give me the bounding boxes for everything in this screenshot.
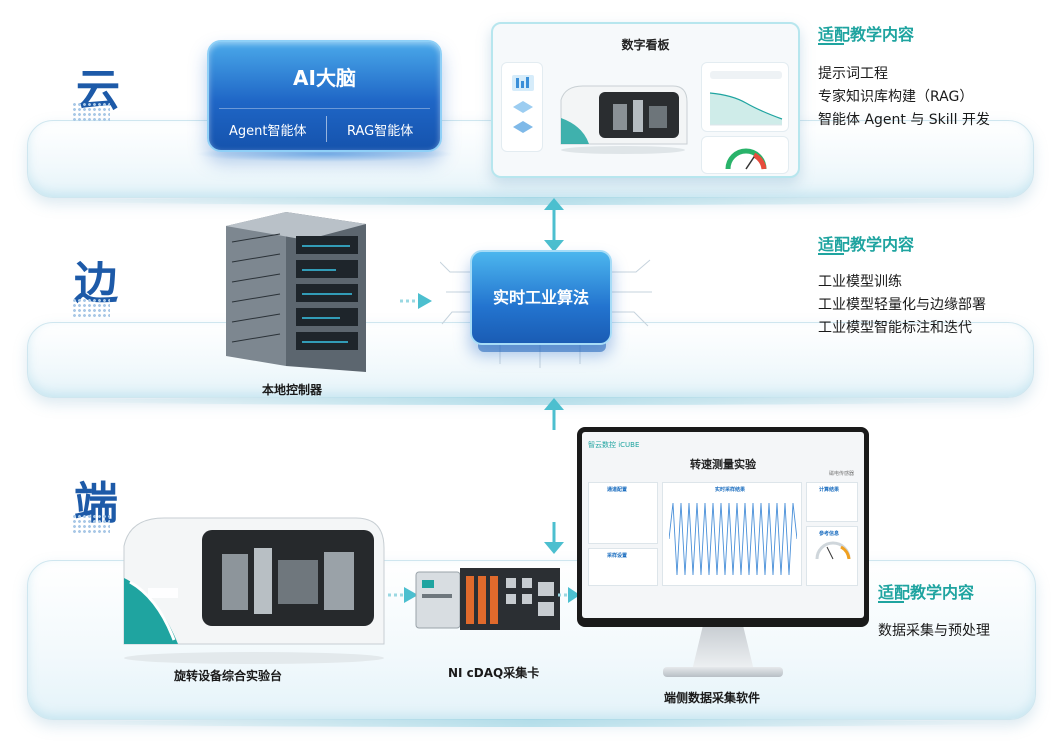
rotating-equipment-test-rig [123, 517, 385, 664]
calc-result-panel: 计算结果 [806, 482, 858, 522]
up-arrow-icon [544, 398, 564, 430]
waveform-plot [669, 502, 797, 576]
test-rig-mini-illustration [560, 85, 688, 154]
panel-title: 参考信息 [819, 531, 840, 537]
edge-teaching-title: 适配教学内容 [818, 235, 915, 254]
ai-brain-card: AI大脑 Agent智能体 RAG智能体 [207, 40, 442, 152]
title-underline [878, 601, 904, 603]
gauge-graphic [725, 148, 767, 170]
monitor-screen: 智云数控 iCUBE 转速测量实验 磁电传感器 通道配置 采样设置 实时采样结果… [577, 427, 869, 627]
local-controller-server [226, 212, 366, 372]
stack-icon [512, 75, 534, 133]
right-arrow-icon [400, 293, 432, 309]
agent-label: Agent智能体 [229, 124, 307, 139]
decorative-dots [72, 514, 110, 534]
software-title: 转速测量实验 [690, 458, 756, 471]
rag-label: RAG智能体 [347, 124, 414, 139]
channel-config-panel: 通道配置 [588, 482, 658, 544]
gauge-graphic [815, 541, 851, 560]
right-arrow-icon [388, 587, 418, 603]
chip-body [470, 250, 612, 345]
reference-panel: 参考信息 [806, 526, 858, 586]
cloud-teaching-item: 专家知识库构建（RAG） [818, 89, 974, 105]
monitor-stand [692, 627, 754, 669]
decorative-dots [72, 102, 110, 122]
decorative-dots [72, 298, 110, 318]
dashboard-icon-panel [501, 62, 543, 152]
software-logo: 智云数控 iCUBE [588, 441, 640, 449]
end-teaching-title: 适配教学内容 [878, 583, 975, 602]
dashboard-gauge [701, 136, 789, 174]
panel-title: 实时采样结果 [715, 487, 746, 493]
daq-caption: NI cDAQ采集卡 [448, 666, 540, 680]
title-underline [818, 253, 844, 255]
server-caption: 本地控制器 [262, 383, 323, 397]
sample-settings-panel: 采样设置 [588, 548, 658, 586]
end-teaching-item: 数据采集与预处理 [878, 623, 990, 639]
area-chart-graphic [709, 71, 783, 126]
software-caption: 端侧数据采集软件 [664, 691, 761, 705]
ai-brain-title: AI大脑 [293, 66, 356, 90]
sensor-label: 磁电传感器 [828, 471, 854, 477]
panel-title: 采样设置 [607, 553, 628, 559]
cloud-teaching-item: 智能体 Agent 与 Skill 开发 [818, 112, 990, 128]
edge-teaching-item: 工业模型智能标注和迭代 [818, 320, 972, 336]
monitor-base [663, 667, 783, 677]
divider [219, 108, 430, 109]
realtime-algorithm-chip: 实时工业算法 [440, 232, 660, 372]
edge-teaching-item: 工业模型轻量化与边缘部署 [818, 297, 986, 313]
edge-teaching-item: 工业模型训练 [818, 274, 902, 290]
rig-caption: 旋转设备综合实验台 [174, 669, 283, 683]
dashboard-title: 数字看板 [621, 38, 670, 52]
cloud-teaching-item: 提示词工程 [818, 66, 888, 82]
divider [326, 116, 327, 142]
waveform-panel: 实时采样结果 [662, 482, 802, 586]
cloud-teaching-title: 适配教学内容 [818, 25, 915, 44]
chip-label: 实时工业算法 [492, 288, 589, 307]
software-window: 智云数控 iCUBE 转速测量实验 磁电传感器 通道配置 采样设置 实时采样结果… [582, 432, 864, 618]
ni-cdaq-card [415, 568, 560, 630]
title-underline [818, 43, 844, 45]
dashboard-area-chart [701, 62, 789, 132]
digital-dashboard-card: 数字看板 [491, 22, 800, 178]
right-arrow-icon [558, 587, 580, 603]
bidirectional-arrow-icon [544, 198, 564, 252]
acquisition-software-monitor: 智云数控 iCUBE 转速测量实验 磁电传感器 通道配置 采样设置 实时采样结果… [577, 427, 869, 682]
down-arrow-icon [544, 522, 564, 554]
panel-title: 通道配置 [607, 487, 628, 493]
panel-title: 计算结果 [819, 487, 840, 493]
